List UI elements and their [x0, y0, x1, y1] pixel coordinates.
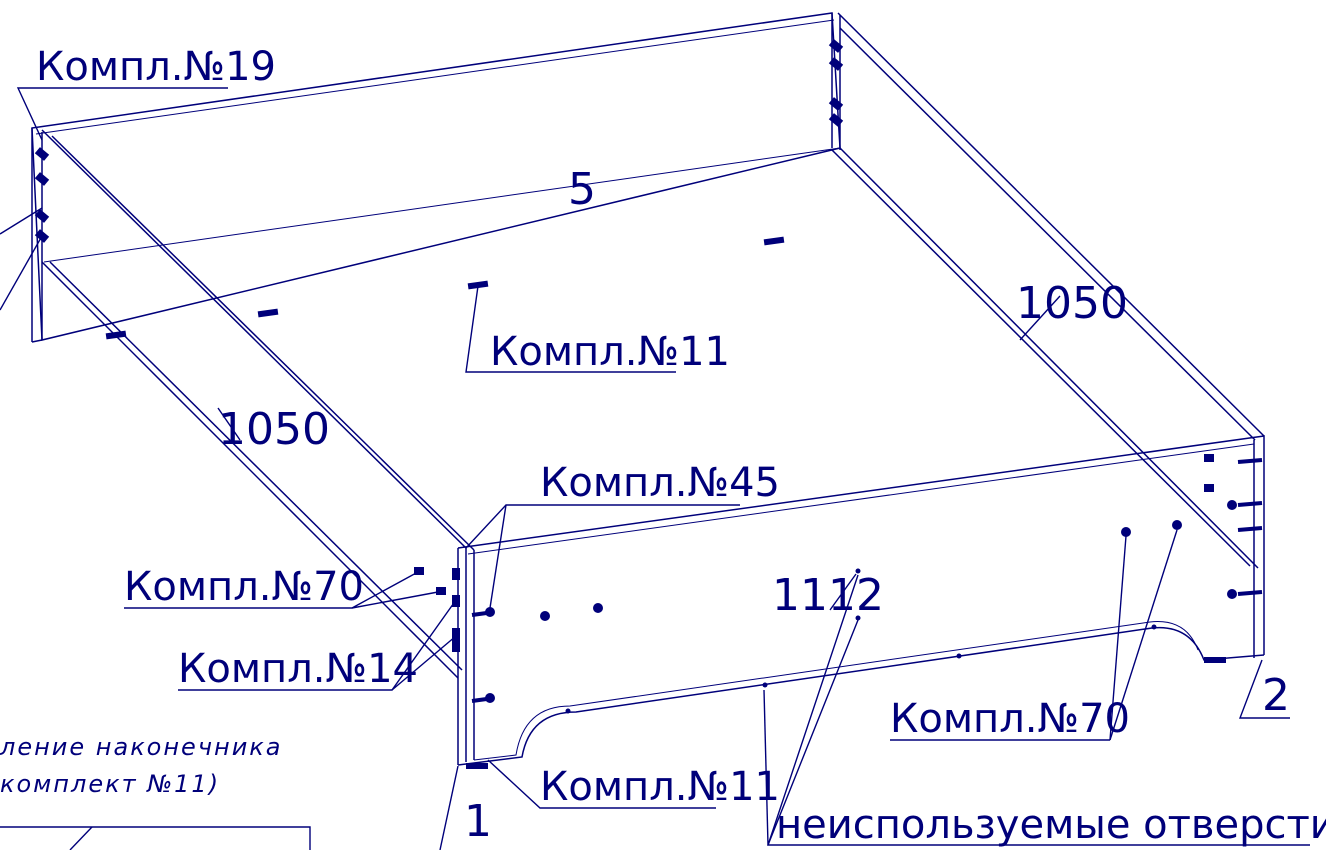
- label-kit70-right: Компл.№70: [890, 696, 1130, 742]
- label-kit70-left: Компл.№70: [124, 564, 364, 610]
- dimension-right-side: 1050: [1016, 278, 1128, 329]
- note-line-1: ление наконечника: [0, 733, 283, 761]
- left-side-panel: [41, 129, 475, 679]
- part-number-2: 2: [1262, 670, 1290, 721]
- right-side-panel: [831, 12, 1265, 569]
- label-kit11-top: Компл.№11: [490, 329, 730, 375]
- label-kit45: Компл.№45: [540, 460, 780, 506]
- dimension-front: 1112: [772, 570, 884, 621]
- fasteners: [34, 39, 1263, 769]
- leaders: [0, 87, 1310, 850]
- front-panel: [457, 435, 1265, 766]
- note-line-2: комплект №11): [0, 770, 220, 798]
- dimension-left-side: 1050: [218, 404, 330, 455]
- label-unused-holes: неиспользуемые отверстия: [776, 802, 1326, 848]
- label-kit11-bottom: Компл.№11: [540, 764, 780, 810]
- part-number-5: 5: [568, 164, 596, 215]
- label-kit14: Компл.№14: [178, 646, 418, 692]
- label-kit19: Компл.№19: [36, 44, 276, 90]
- part-number-1: 1: [464, 796, 492, 847]
